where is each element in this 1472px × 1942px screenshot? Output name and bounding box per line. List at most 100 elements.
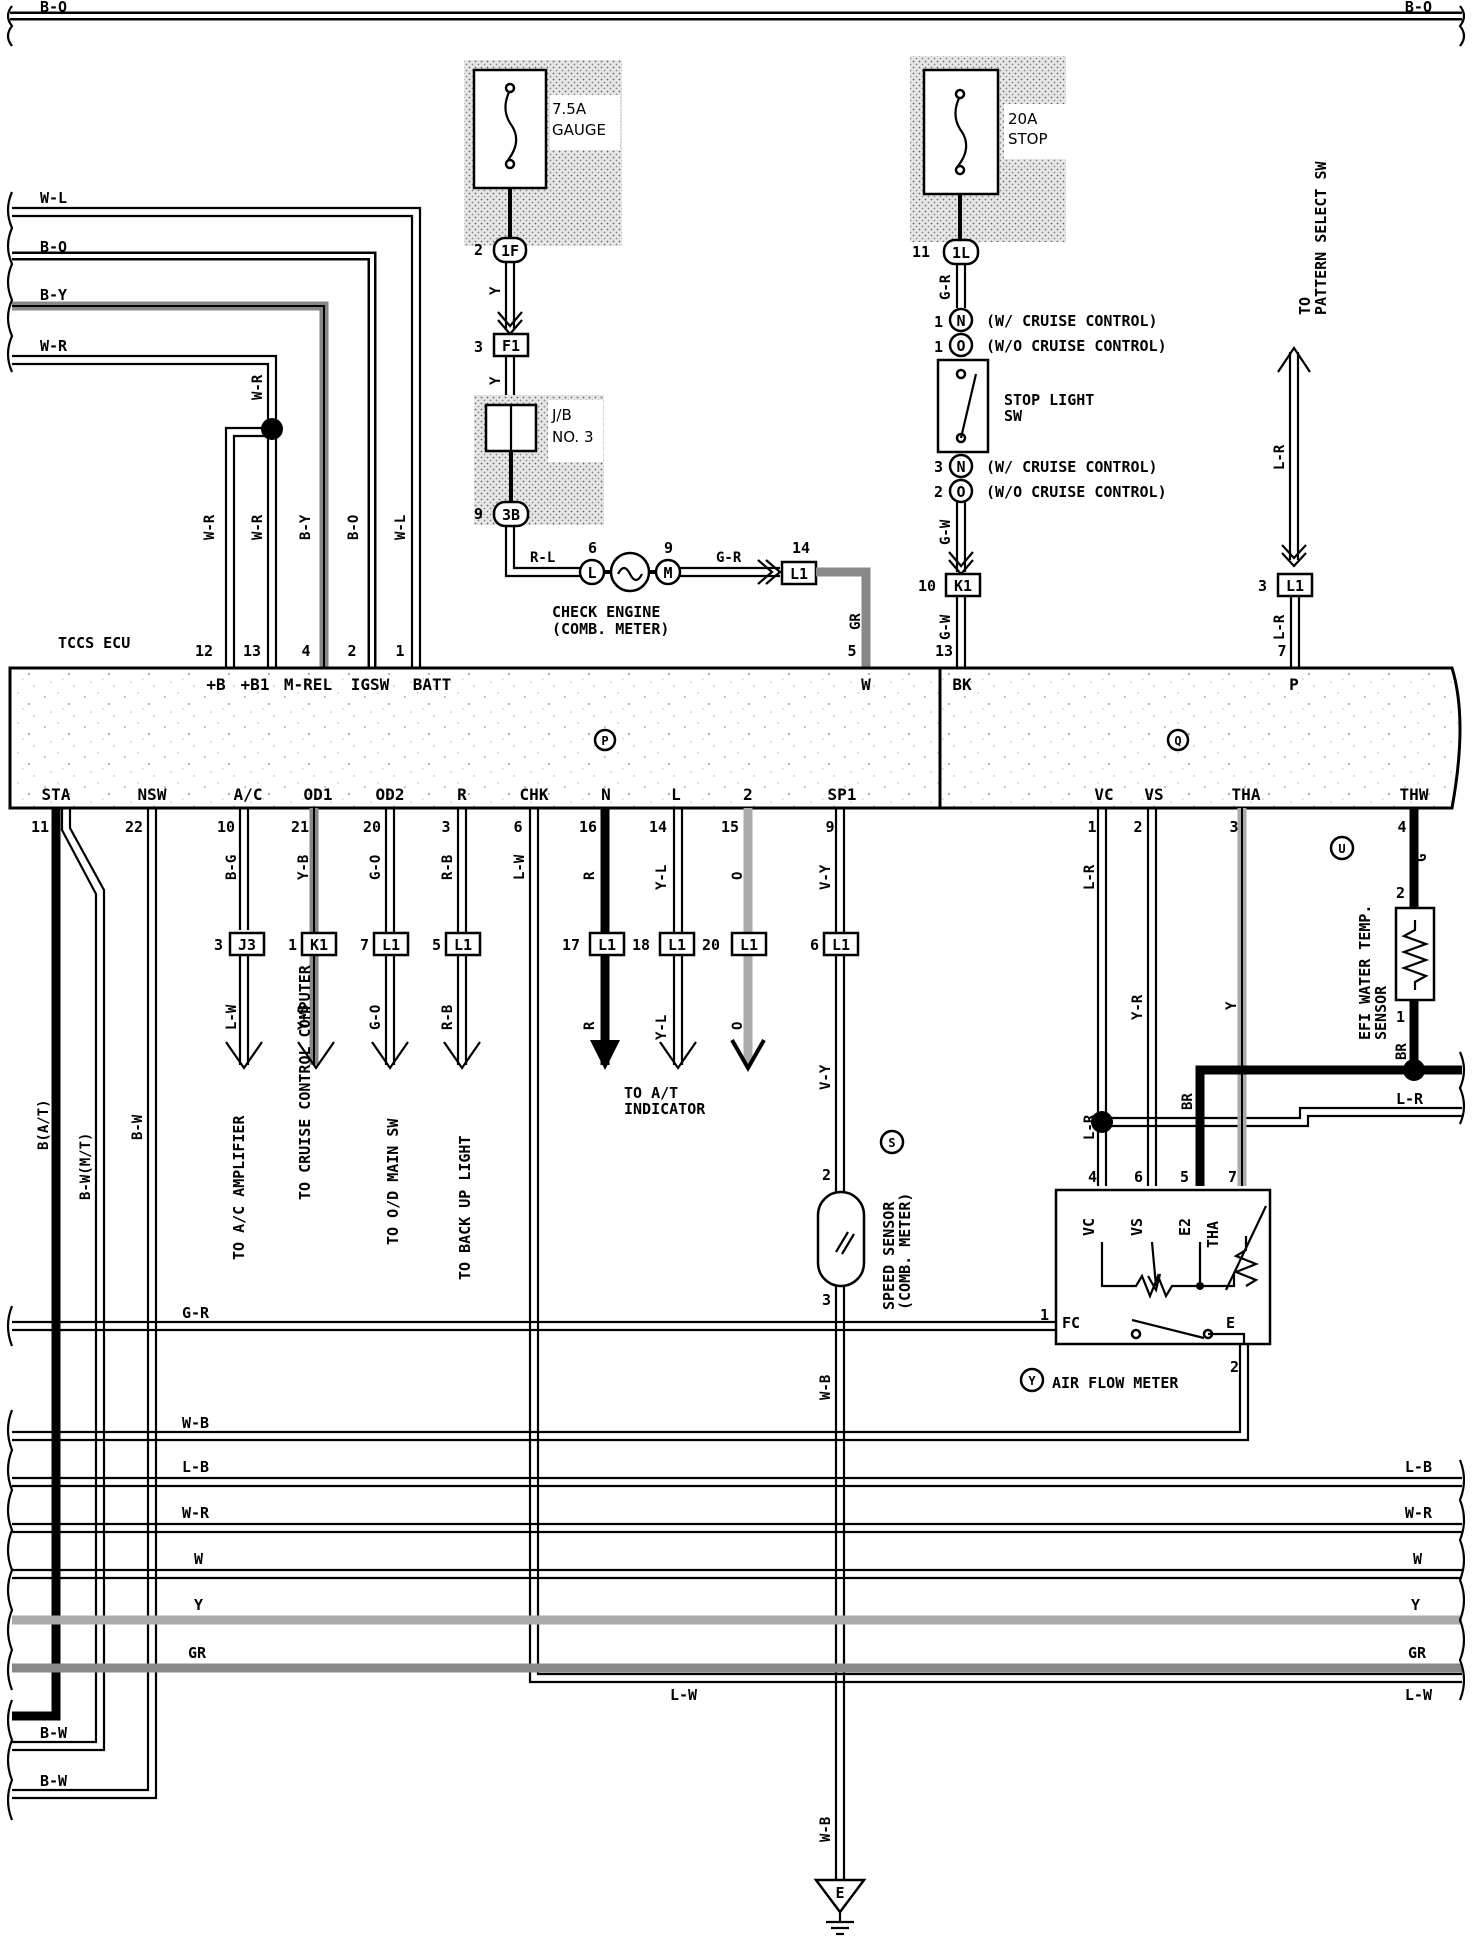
- svg-text:Y: Y: [1224, 1001, 1240, 1010]
- svg-text:J/B: J/B: [551, 406, 572, 424]
- svg-text:R: R: [582, 871, 598, 880]
- svg-text:V-Y: V-Y: [818, 1064, 834, 1090]
- svg-text:R: R: [457, 785, 467, 804]
- svg-text:R-B: R-B: [440, 855, 456, 880]
- svg-text:Y-L: Y-L: [654, 865, 670, 890]
- svg-text:W: W: [194, 1550, 204, 1568]
- svg-text:2: 2: [1230, 1358, 1239, 1376]
- svg-text:W-R: W-R: [182, 1504, 210, 1522]
- svg-text:W-R: W-R: [40, 337, 68, 355]
- svg-text:N: N: [956, 312, 965, 330]
- svg-text:12: 12: [195, 642, 213, 660]
- svg-text:1: 1: [934, 338, 943, 356]
- svg-text:OD1: OD1: [304, 785, 333, 804]
- svg-text:(COMB. METER): (COMB. METER): [552, 620, 669, 638]
- svg-text:L-W: L-W: [512, 854, 528, 880]
- wire-g-w-2: G-W: [938, 614, 954, 640]
- svg-text:4: 4: [301, 642, 310, 660]
- connector-o2: 2 O (W/O CRUISE CONTROL): [934, 478, 1167, 504]
- svg-text:CHK: CHK: [520, 785, 549, 804]
- svg-text:9: 9: [664, 539, 673, 557]
- svg-text:V-Y: V-Y: [818, 864, 834, 890]
- svg-text:B-Y: B-Y: [40, 286, 67, 304]
- svg-text:13: 13: [935, 642, 953, 660]
- svg-text:20: 20: [363, 818, 381, 836]
- wire-l-r-up: L-R: [1272, 444, 1288, 470]
- to-pattern-select: TO PATTERN SELECT SW L-R: [1272, 161, 1330, 568]
- fuse-stop: 20A STOP: [910, 56, 1066, 242]
- svg-text:SPEED SENSOR: SPEED SENSOR: [880, 1201, 898, 1310]
- svg-text:9: 9: [825, 818, 834, 836]
- sta-nsw-wires: B(A/T) B-W(M/T) B-W: [12, 808, 158, 1800]
- svg-text:BR: BR: [1180, 1093, 1196, 1110]
- connector-l1-check: 14 L1: [780, 539, 818, 586]
- svg-text:2: 2: [822, 1166, 831, 1184]
- svg-text:BATT: BATT: [413, 675, 452, 694]
- wire-g-w-1: G-W: [938, 519, 954, 545]
- svg-text:3: 3: [822, 1291, 831, 1309]
- svg-text:Y: Y: [1411, 1596, 1420, 1614]
- top-bus-label-left: B-O: [40, 0, 67, 16]
- svg-text:Y: Y: [194, 1596, 203, 1614]
- wire-y-2: Y: [488, 376, 504, 385]
- svg-text:THA: THA: [1232, 785, 1261, 804]
- svg-text:NSW: NSW: [138, 785, 167, 804]
- connector-n1: 1 N (W/ CRUISE CONTROL): [934, 307, 1158, 333]
- svg-text:5: 5: [1180, 1168, 1189, 1186]
- svg-text:STOP LIGHT: STOP LIGHT: [1004, 391, 1094, 409]
- svg-text:PATTERN SELECT SW: PATTERN SELECT SW: [1312, 161, 1330, 315]
- svg-text:3: 3: [474, 338, 483, 356]
- svg-text:2: 2: [474, 241, 483, 259]
- connector-k1-top: 10 K1: [918, 572, 982, 598]
- svg-text:3: 3: [214, 936, 223, 954]
- svg-text:1: 1: [1087, 818, 1096, 836]
- wire-l-r-down: L-R: [1272, 614, 1288, 640]
- svg-text:Y-L: Y-L: [654, 1015, 670, 1040]
- svg-text:F1: F1: [502, 337, 520, 355]
- svg-text:1: 1: [934, 313, 943, 331]
- svg-text:10: 10: [918, 577, 936, 595]
- svg-text:Y-B: Y-B: [296, 855, 312, 880]
- svg-text:4: 4: [1397, 818, 1406, 836]
- svg-text:B-O: B-O: [40, 238, 67, 256]
- svg-text:GR: GR: [188, 1644, 207, 1662]
- svg-text:18: 18: [632, 936, 650, 954]
- svg-text:P: P: [601, 734, 608, 748]
- svg-text:G-O: G-O: [368, 855, 384, 880]
- svg-text:L1: L1: [832, 936, 850, 954]
- dest-od-main-sw: TO O/D MAIN SW: [384, 1118, 402, 1245]
- svg-text:B-W(M/T): B-W(M/T): [78, 1133, 94, 1200]
- svg-text:6: 6: [588, 539, 597, 557]
- svg-text:P: P: [1289, 675, 1299, 694]
- air-flow-meter-wires: L-R L-R L-R Y-R Y BR 4 6 5 7: [12, 808, 1462, 1442]
- svg-text:THA: THA: [1204, 1221, 1222, 1248]
- svg-text:3: 3: [441, 818, 450, 836]
- stop-light-switch: STOP LIGHT SW: [936, 358, 1094, 454]
- svg-text:W-R: W-R: [1405, 1504, 1433, 1522]
- svg-text:20A: 20A: [1008, 110, 1038, 128]
- svg-text:L1: L1: [454, 936, 472, 954]
- svg-text:N: N: [601, 785, 611, 804]
- top-bus-label-right: B-O: [1405, 0, 1432, 16]
- svg-text:VC: VC: [1080, 1218, 1098, 1236]
- wire-r-l: R-L: [530, 550, 555, 566]
- svg-text:11: 11: [912, 243, 930, 261]
- svg-text:BR: BR: [1394, 1043, 1410, 1060]
- wire-g-r-stop: G-R: [938, 274, 954, 300]
- svg-text:L-W: L-W: [670, 1686, 698, 1704]
- dest-back-up-light: TO BACK UP LIGHT: [456, 1136, 474, 1281]
- svg-text:O: O: [956, 337, 965, 355]
- svg-text:N: N: [956, 458, 965, 476]
- svg-text:(W/O CRUISE CONTROL): (W/O CRUISE CONTROL): [986, 337, 1167, 355]
- svg-text:16: 16: [579, 818, 597, 836]
- svg-text:6: 6: [1134, 1168, 1143, 1186]
- svg-text:5: 5: [432, 936, 441, 954]
- svg-text:15: 15: [721, 818, 739, 836]
- svg-text:2: 2: [743, 785, 753, 804]
- svg-text:(W/ CRUISE CONTROL): (W/ CRUISE CONTROL): [986, 458, 1158, 476]
- svg-text:L1: L1: [598, 936, 616, 954]
- svg-text:O: O: [956, 483, 965, 501]
- svg-text:1F: 1F: [501, 242, 519, 260]
- svg-text:(W/O CRUISE CONTROL): (W/O CRUISE CONTROL): [986, 483, 1167, 501]
